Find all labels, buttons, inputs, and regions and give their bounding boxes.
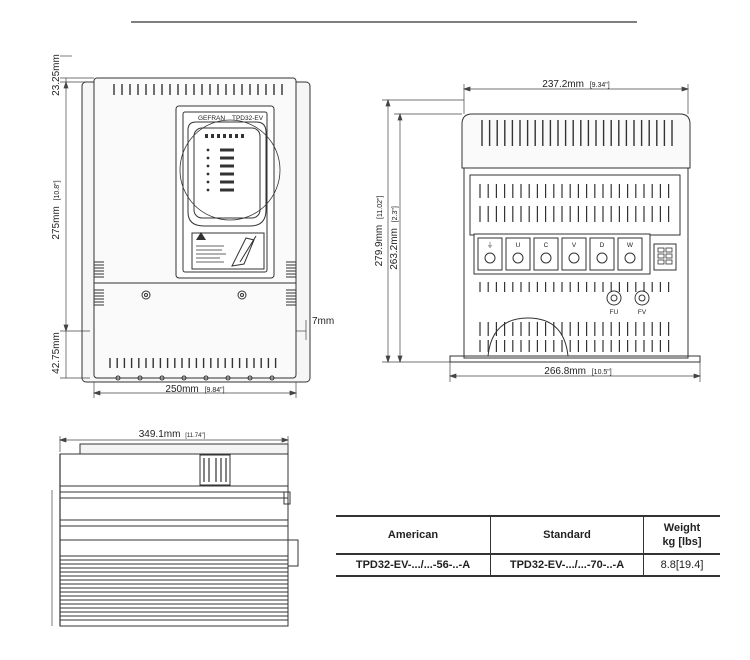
terminal-screw [159, 375, 165, 381]
led-label [220, 164, 234, 168]
led-label [220, 188, 234, 192]
dim-height-inch-label: [10.8"] [54, 180, 61, 200]
key-mark [211, 134, 214, 138]
top-view [59, 443, 299, 627]
cell-american: TPD32-EV-.../...-56-..-A [336, 554, 491, 577]
dim-height-full-label: 279.9mm [374, 225, 385, 267]
terminal-blocks: ⏚ U C V D W [477, 237, 643, 271]
svg-text:266.8mm [10.5"]: 266.8mm [10.5"] [544, 366, 612, 377]
terminal-screw [203, 375, 209, 381]
cell-weight: 8.8[19.4] [643, 554, 720, 577]
dim-side-label: 7mm [312, 316, 334, 327]
dim-height-inner-inch-label: [2.3"] [392, 206, 399, 222]
led-indicator [206, 180, 210, 184]
led-label [220, 156, 234, 160]
svg-text:349.1mm [11.74"]: 349.1mm [11.74"] [139, 429, 206, 440]
dim-depth-inch-label: [11.74"] [185, 433, 205, 439]
key-mark [229, 134, 232, 138]
terminal-screw [568, 252, 580, 264]
terminal-screw [596, 252, 608, 264]
terminal-screw [512, 252, 524, 264]
header-weight: Weight kg [lbs] [643, 515, 720, 555]
terminal-screw [269, 375, 275, 381]
dim-width-inch-label: [9.84"] [205, 387, 225, 394]
key-mark [217, 134, 220, 138]
table-row: TPD32-EV-.../...-56-..-A TPD32-EV-.../..… [336, 554, 720, 577]
key-mark [241, 134, 244, 138]
terminal-block [617, 237, 643, 271]
terminal-view: ⏚ U C V D W FU FV [449, 113, 701, 363]
header-weight-label: Weight [663, 522, 701, 534]
dim-height-inner-label: 263.2mm [389, 228, 400, 270]
cell-standard: TPD32-EV-.../...-70-..-A [490, 554, 644, 577]
dim-width-bottom-inch-label: [10.5"] [592, 369, 612, 376]
key-mark [235, 134, 238, 138]
key-mark [223, 134, 226, 138]
terminal-block [477, 237, 503, 271]
dim-width-top-inch-label: [9.34"] [590, 82, 610, 89]
terminal-screw [137, 375, 143, 381]
side-dimensions [382, 84, 702, 382]
terminal-label: W [627, 242, 634, 249]
terminal-screw [624, 252, 636, 264]
terminal-label: ⏚ [487, 241, 494, 249]
dim-height-label: 275mm [51, 206, 62, 239]
terminal-screw [484, 252, 496, 264]
svg-text:250mm [9.84"]: 250mm [9.84"] [165, 384, 224, 395]
terminal-screw [115, 375, 121, 381]
terminal-block [533, 237, 559, 271]
dim-width-bottom-label: 266.8mm [544, 366, 586, 377]
header-weight-unit: kg [lbs] [662, 536, 702, 548]
svg-text:279.9mm [11.02"]: 279.9mm [11.02"] [374, 196, 385, 267]
terminal-block [589, 237, 615, 271]
led-indicator [206, 164, 210, 168]
terminal-block [561, 237, 587, 271]
front-dimensions [60, 55, 307, 398]
terminal-screw [540, 252, 552, 264]
terminal-block [505, 237, 531, 271]
fuse-label-1: FV [638, 309, 647, 316]
dim-depth-label: 349.1mm [139, 429, 181, 440]
terminal-screw [247, 375, 253, 381]
terminal-screw [225, 375, 231, 381]
key-mark [205, 134, 208, 138]
fuse-label-0: FU [610, 309, 619, 316]
top-dimensions [51, 436, 290, 626]
dim-top-label: 23.25mm [51, 54, 62, 96]
svg-text:275mm [10.8"]: 275mm [10.8"] [51, 180, 62, 239]
svg-text:237.2mm [9.34"]: 237.2mm [9.34"] [542, 79, 610, 90]
led-indicator [206, 188, 210, 192]
dim-bottom-label: 42.75mm [51, 332, 62, 374]
dim-height-full-inch-label: [11.02"] [377, 196, 384, 219]
header-standard: Standard [490, 515, 644, 555]
model-table: American Standard Weight kg [lbs] TPD32-… [336, 515, 720, 577]
front-model-label: TPD32-EV [232, 115, 264, 122]
header-american: American [336, 515, 491, 555]
front-view: GEFRAN TPD32-EV [81, 77, 311, 383]
led-indicator [206, 156, 210, 160]
terminal-label: D [600, 242, 605, 249]
led-indicator [206, 148, 210, 152]
led-label [220, 148, 234, 152]
dim-width-top-label: 237.2mm [542, 79, 584, 90]
led-label [220, 180, 234, 184]
led-indicator [206, 172, 210, 176]
terminal-label: C [544, 242, 549, 249]
table-header-row: American Standard Weight kg [lbs] [336, 515, 720, 555]
terminal-label: V [572, 242, 577, 249]
led-label [220, 172, 234, 176]
svg-text:263.2mm [2.3"]: 263.2mm [2.3"] [389, 206, 400, 270]
terminal-screw [181, 375, 187, 381]
keypad-brand: GEFRAN [198, 115, 225, 122]
dim-width-label: 250mm [165, 384, 198, 395]
terminal-label: U [516, 242, 521, 249]
